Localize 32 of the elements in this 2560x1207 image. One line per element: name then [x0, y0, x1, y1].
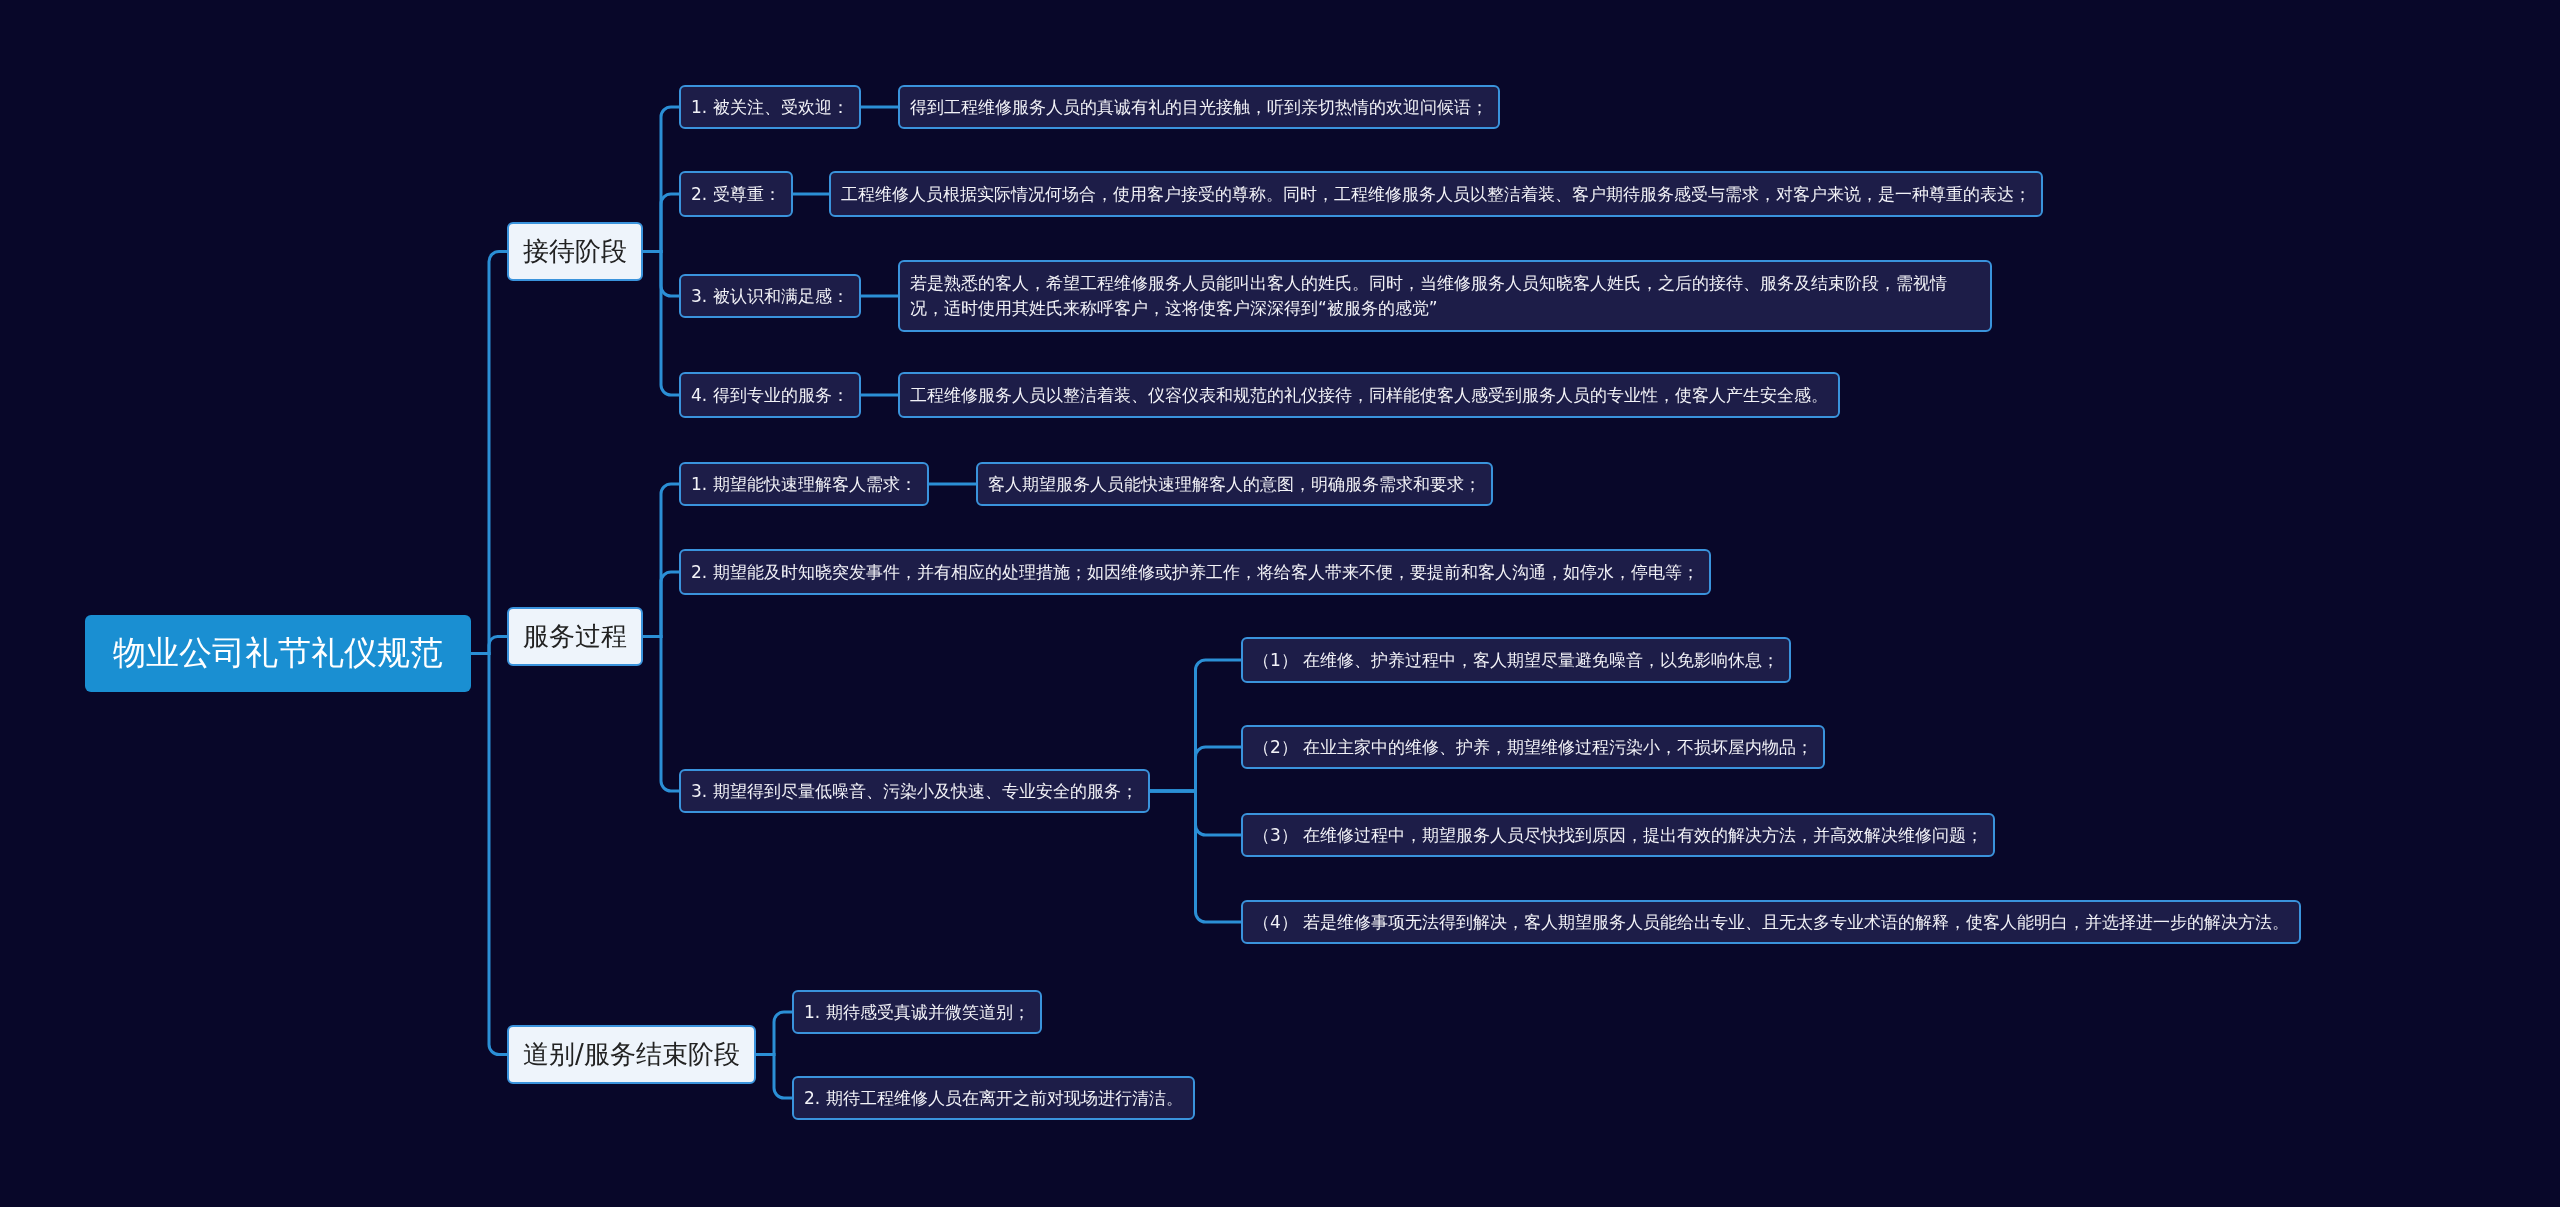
- connector: [471, 652, 507, 1056]
- subtopic: （4） 若是维修事项无法得到解决，客人期望服务人员能给出专业、且无太多专业术语的解释，使客人能明白，并选择进一步的解决方法。: [1241, 900, 2302, 944]
- subtopic: 得到工程维修服务人员的真诚有礼的目光接触，听到亲切热情的欢迎问候语；: [898, 85, 1500, 129]
- connector: [929, 482, 976, 486]
- subtopic: 3. 被认识和满足感：: [679, 274, 861, 318]
- connector: [643, 250, 679, 397]
- subtopic: 2. 受尊重：: [679, 171, 793, 217]
- subtopic: （2） 在业主家中的维修、护养，期望维修过程污染小，不损坏屋内物品；: [1241, 725, 1826, 769]
- connector: [756, 1053, 792, 1100]
- subtopic: 工程维修人员根据实际情况何场合，使用客户接受的尊称。同时，工程维修服务人员以整洁着装、客户期待服务感受与需求，对客户来说，是一种尊重的表达；: [829, 171, 2043, 217]
- subtopic: 4. 得到专业的服务：: [679, 372, 861, 418]
- branch-topic: 道别/服务结束阶段: [507, 1025, 756, 1084]
- connector: [643, 635, 679, 793]
- subtopic: 2. 期望能及时知晓突发事件，并有相应的处理措施；如因维修或护养工作，将给客人带来不便，要提前和客人沟通，如停水，停电等；: [679, 549, 1711, 595]
- branch-topic: 服务过程: [507, 607, 643, 666]
- connector: [861, 393, 898, 397]
- subtopic: 工程维修服务人员以整洁着装、仪容仪表和规范的礼仪接待，同样能使客人感受到服务人员的专业性，使客人产生安全感。: [898, 372, 1840, 418]
- subtopic: （1） 在维修、护养过程中，客人期望尽量避免噪音，以免影响休息；: [1241, 637, 1792, 683]
- subtopic: 1. 期望能快速理解客人需求：: [679, 462, 929, 506]
- subtopic: 3. 期望得到尽量低噪音、污染小及快速、专业安全的服务；: [679, 769, 1150, 813]
- connector: [1150, 789, 1241, 924]
- root-topic: 物业公司礼节礼仪规范: [85, 615, 471, 692]
- connector: [861, 294, 898, 298]
- connector: [861, 105, 898, 109]
- subtopic: 客人期望服务人员能快速理解客人的意图，明确服务需求和要求；: [976, 462, 1493, 506]
- connector: [793, 192, 829, 196]
- subtopic: （3） 在维修过程中，期望服务人员尽快找到原因，提出有效的解决方法，并高效解决维修问题；: [1241, 813, 1996, 857]
- subtopic: 若是熟悉的客人，希望工程维修服务人员能叫出客人的姓氏。同时，当维修服务人员知晓客人姓氏，之后的接待、服务及结束阶段，需视情况，适时使用其姓氏来称呼客户，这将使客户深深得到“被服务的感觉”: [898, 260, 1992, 332]
- branch-topic: 接待阶段: [507, 222, 643, 281]
- subtopic: 1. 被关注、受欢迎：: [679, 85, 861, 129]
- subtopic: 1. 期待感受真诚并微笑道别；: [792, 990, 1042, 1034]
- subtopic: 2. 期待工程维修人员在离开之前对现场进行清洁。: [792, 1076, 1195, 1120]
